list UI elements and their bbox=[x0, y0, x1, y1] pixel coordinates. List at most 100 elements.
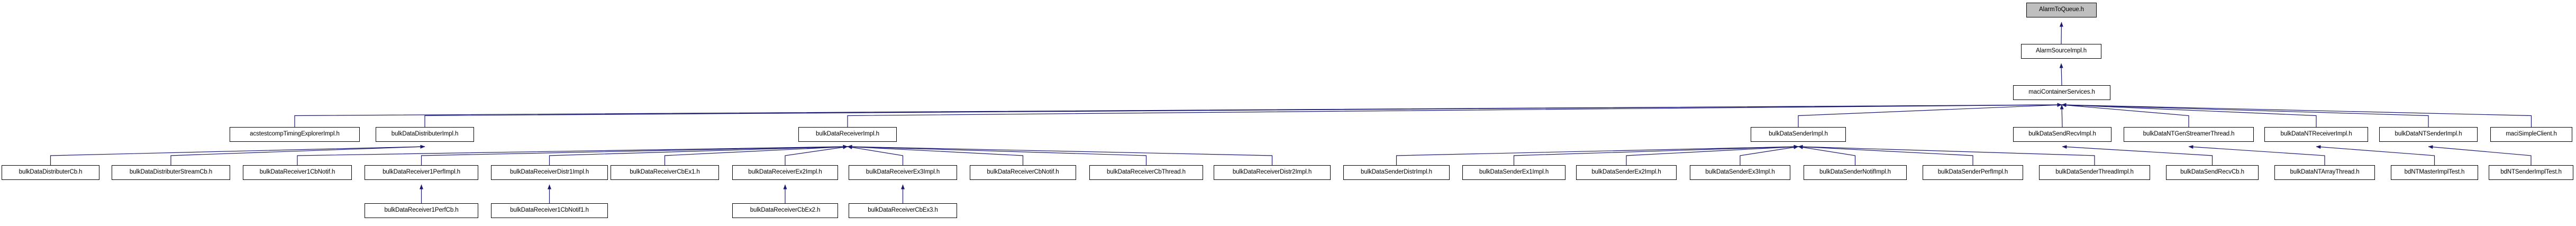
graph-edge bbox=[785, 145, 848, 165]
graph-edge bbox=[1626, 144, 1799, 165]
graph-node-acstestcomptimingexplorerimpl[interactable]: acstestcompTimingExplorerImpl.h bbox=[230, 127, 360, 142]
graph-node-label: bulkDataSenderEx1Impl.h bbox=[1479, 169, 1549, 176]
graph-edge bbox=[847, 144, 1024, 165]
graph-node-label: bulkDataReceiver1CbNotif.h bbox=[259, 169, 335, 176]
graph-node-label: bulkDataSenderNotifImpl.h bbox=[1819, 169, 1891, 176]
graph-edge bbox=[549, 144, 848, 165]
graph-node-label: bulkDataNTGenStreamerThread.h bbox=[2143, 131, 2235, 138]
graph-node-bulkdatasendrecvcb[interactable]: bulkDataSendRecvCb.h bbox=[2166, 165, 2259, 180]
graph-node-label: acstestcompTimingExplorerImpl.h bbox=[250, 131, 340, 138]
graph-edge bbox=[664, 144, 848, 165]
graph-node-label: bulkDataReceiverEx2Impl.h bbox=[748, 169, 822, 176]
graph-edge bbox=[2061, 103, 2317, 127]
graph-node-label: bulkDataReceiverCbEx2.h bbox=[750, 207, 821, 214]
graph-node-label: bulkDataReceiverEx3Impl.h bbox=[866, 169, 940, 176]
graph-edge bbox=[50, 144, 425, 165]
graph-node-label: bulkDataReceiverCbEx3.h bbox=[868, 207, 938, 214]
graph-node-bulkdatasendrecvimpl[interactable]: bulkDataSendRecvImpl.h bbox=[2013, 127, 2111, 142]
graph-node-bulkdatasenderex3impl[interactable]: bulkDataSenderEx3Impl.h bbox=[1690, 165, 1790, 180]
graph-node-bulkdatantarraythread[interactable]: bulkDataNTArrayThread.h bbox=[2274, 165, 2375, 180]
graph-node-label: bulkDataReceiverCbThread.h bbox=[1107, 169, 1186, 176]
graph-node-label: bulkDataNTReceiverImpl.h bbox=[2280, 131, 2352, 138]
graph-edge bbox=[1740, 145, 1799, 165]
graph-node-bulkdatantreceiverimpl[interactable]: bulkDataNTReceiverImpl.h bbox=[2264, 127, 2368, 142]
graph-node-label: AlarmToQueue.h bbox=[2039, 6, 2084, 13]
graph-node-label: bdNTMasterImplTest.h bbox=[2404, 169, 2465, 176]
graph-node-label: bulkDataDistributerImpl.h bbox=[391, 131, 459, 138]
graph-node-bulkdatasenderthreadimpl[interactable]: bulkDataSenderThreadImpl.h bbox=[2039, 165, 2150, 180]
graph-edge bbox=[2188, 145, 2325, 165]
graph-node-label: bulkDataDistributerStreamCb.h bbox=[129, 169, 213, 176]
graph-node-label: bulkDataNTSenderImpl.h bbox=[2395, 131, 2462, 138]
graph-node-bulkdatareceiverdistr2impl[interactable]: bulkDataReceiverDistr2Impl.h bbox=[1214, 165, 1331, 180]
graph-edge bbox=[1798, 103, 2062, 127]
graph-edge bbox=[2059, 63, 2063, 86]
graph-node-bulkdatantgenstreamerthread[interactable]: bulkDataNTGenStreamerThread.h bbox=[2124, 127, 2254, 142]
graph-node-bulkdatadistributerstreamcb[interactable]: bulkDataDistributerStreamCb.h bbox=[112, 165, 230, 180]
graph-node-bulkdatareceiverex3impl[interactable]: bulkDataReceiverEx3Impl.h bbox=[849, 165, 957, 180]
graph-edge bbox=[294, 103, 2062, 127]
graph-node-label: bulkDataReceiver1PerfCb.h bbox=[384, 207, 459, 214]
graph-node-bulkdatareceivercbex1[interactable]: bulkDataReceiverCbEx1.h bbox=[611, 165, 719, 180]
graph-node-bdntsenderimpltest[interactable]: bdNTSenderImplTest.h bbox=[2489, 165, 2573, 180]
graph-node-bulkdatasenderdistrimpl[interactable]: bulkDataSenderDistrImpl.h bbox=[1343, 165, 1450, 180]
graph-edge bbox=[2316, 145, 2435, 165]
graph-node-bulkdatareceivercbex3[interactable]: bulkDataReceiverCbEx3.h bbox=[849, 203, 957, 218]
graph-node-label: bulkDataReceiver1CbNotif1.h bbox=[510, 207, 589, 214]
graph-node-label: bulkDataSenderEx2Impl.h bbox=[1591, 169, 1661, 176]
graph-node-bulkdatareceiver1perfcb[interactable]: bulkDataReceiver1PerfCb.h bbox=[365, 203, 478, 218]
graph-node-bulkdatareceiverimpl[interactable]: bulkDataReceiverImpl.h bbox=[798, 127, 897, 142]
graph-node-label: bulkDataReceiverCbEx1.h bbox=[630, 169, 700, 176]
graph-node-bulkdatareceiver1perfimpl[interactable]: bulkDataReceiver1PerfImpl.h bbox=[365, 165, 478, 180]
graph-edge bbox=[847, 144, 1273, 165]
graph-node-label: bulkDataReceiverCbNotif.h bbox=[987, 169, 1059, 176]
graph-node-label: bulkDataNTArrayThread.h bbox=[2290, 169, 2360, 176]
graph-node-bulkdatasenderex1impl[interactable]: bulkDataSenderEx1Impl.h bbox=[1462, 165, 1565, 180]
graph-node-macisimpleclient[interactable]: maciSimpleClient.h bbox=[2490, 127, 2572, 142]
graph-node-bulkdatasendernotifimpl[interactable]: bulkDataSenderNotifImpl.h bbox=[1804, 165, 1907, 180]
graph-edge bbox=[1798, 144, 1973, 165]
graph-node-bulkdatareceivercbthread[interactable]: bulkDataReceiverCbThread.h bbox=[1089, 165, 1203, 180]
graph-node-bdntmasterimpltest[interactable]: bdNTMasterImplTest.h bbox=[2391, 165, 2478, 180]
graph-node-label: bulkDataSenderImpl.h bbox=[1769, 131, 1828, 138]
graph-node-label: bulkDataSenderEx3Impl.h bbox=[1705, 169, 1775, 176]
graph-edge bbox=[2428, 145, 2532, 165]
graph-edge bbox=[1798, 145, 1856, 165]
graph-node-label: maciContainerServices.h bbox=[2028, 89, 2095, 96]
graph-node-label: bulkDataSendRecvImpl.h bbox=[2028, 131, 2096, 138]
graph-node-bulkdatantsenderimpl[interactable]: bulkDataNTSenderImpl.h bbox=[2379, 127, 2478, 142]
graph-edge bbox=[1798, 144, 2095, 165]
graph-node-label: bulkDataReceiver1PerfImpl.h bbox=[383, 169, 460, 176]
graph-edge bbox=[2062, 145, 2213, 165]
graph-node-bulkdatareceivercbex2[interactable]: bulkDataReceiverCbEx2.h bbox=[732, 203, 838, 218]
graph-node-label: bulkDataReceiverDistr1Impl.h bbox=[509, 169, 589, 176]
graph-edge bbox=[2061, 103, 2429, 127]
graph-edge bbox=[2061, 103, 2189, 127]
graph-node-bulkdatasenderex2impl[interactable]: bulkDataSenderEx2Impl.h bbox=[1576, 165, 1677, 180]
graph-node-bulkdatadistributercb[interactable]: bulkDataDistributerCb.h bbox=[2, 165, 99, 180]
graph-edge bbox=[847, 103, 2062, 127]
graph-node-alarmtoqueue[interactable]: AlarmToQueue.h bbox=[2026, 3, 2097, 17]
graph-edge bbox=[421, 144, 848, 165]
graph-node-label: maciSimpleClient.h bbox=[2506, 131, 2557, 138]
graph-node-label: bulkDataSenderPerfImpl.h bbox=[1937, 169, 2008, 176]
graph-edge bbox=[297, 144, 848, 165]
graph-edge bbox=[170, 144, 425, 165]
graph-node-bulkdatareceiverex2impl[interactable]: bulkDataReceiverEx2Impl.h bbox=[732, 165, 838, 180]
graph-node-bulkdatareceivercbnotif[interactable]: bulkDataReceiverCbNotif.h bbox=[970, 165, 1076, 180]
graph-node-alarmsourceimpl[interactable]: AlarmSourceImpl.h bbox=[2021, 44, 2101, 59]
graph-node-bulkdatasenderperfimpl[interactable]: bulkDataSenderPerfImpl.h bbox=[1923, 165, 2023, 180]
graph-node-bulkdatareceiver1cbnotif1[interactable]: bulkDataReceiver1CbNotif1.h bbox=[491, 203, 608, 218]
graph-node-bulkdatasenderimpl[interactable]: bulkDataSenderImpl.h bbox=[1751, 127, 1846, 142]
graph-node-label: bulkDataDistributerCb.h bbox=[19, 169, 83, 176]
graph-node-label: bulkDataReceiverImpl.h bbox=[816, 131, 879, 138]
graph-node-bulkdatareceiverdistr1impl[interactable]: bulkDataReceiverDistr1Impl.h bbox=[491, 165, 608, 180]
graph-edge bbox=[2059, 22, 2063, 44]
graph-edge bbox=[1396, 144, 1799, 165]
graph-node-label: AlarmSourceImpl.h bbox=[2035, 48, 2087, 55]
graph-node-macicontainerservices[interactable]: maciContainerServices.h bbox=[2013, 85, 2110, 100]
graph-node-bulkdatareceiver1cbnotif[interactable]: bulkDataReceiver1CbNotif.h bbox=[243, 165, 352, 180]
graph-node-bulkdatadistributerimpl[interactable]: bulkDataDistributerImpl.h bbox=[376, 127, 474, 142]
